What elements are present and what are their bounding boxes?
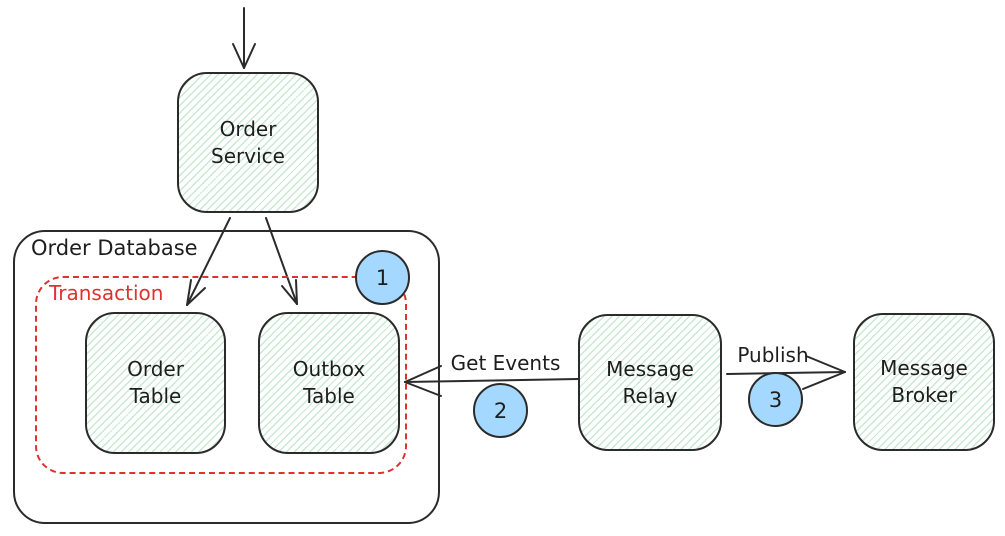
edge-label-get-events: Get Events xyxy=(450,351,561,375)
step-badge-3-number: 3 xyxy=(768,387,783,412)
step-badge-1-number: 1 xyxy=(375,265,390,290)
container-order-database xyxy=(13,230,440,524)
node-message-relay-label: Message Relay xyxy=(606,356,694,408)
transaction-label: Transaction xyxy=(49,281,164,305)
node-order-table: Order Table xyxy=(85,312,226,454)
step-badge-1: 1 xyxy=(355,250,410,305)
transaction-boundary xyxy=(35,276,407,474)
step-badge-3: 3 xyxy=(748,372,803,427)
edge-label-publish: Publish xyxy=(737,343,809,367)
node-order-service: Order Service xyxy=(177,72,319,213)
node-outbox-table: Outbox Table xyxy=(258,312,400,454)
node-order-table-label: Order Table xyxy=(127,357,184,408)
step-badge-2-number: 2 xyxy=(493,398,508,423)
step-badge-2: 2 xyxy=(473,383,528,438)
node-outbox-table-label: Outbox Table xyxy=(292,357,366,408)
arrow-into-order-service xyxy=(232,7,256,69)
node-message-relay: Message Relay xyxy=(578,314,722,451)
node-order-service-label: Order Service xyxy=(211,116,285,168)
container-order-database-label: Order Database xyxy=(31,236,198,260)
node-message-broker: Message Broker xyxy=(853,313,995,451)
node-message-broker-label: Message Broker xyxy=(880,356,968,407)
